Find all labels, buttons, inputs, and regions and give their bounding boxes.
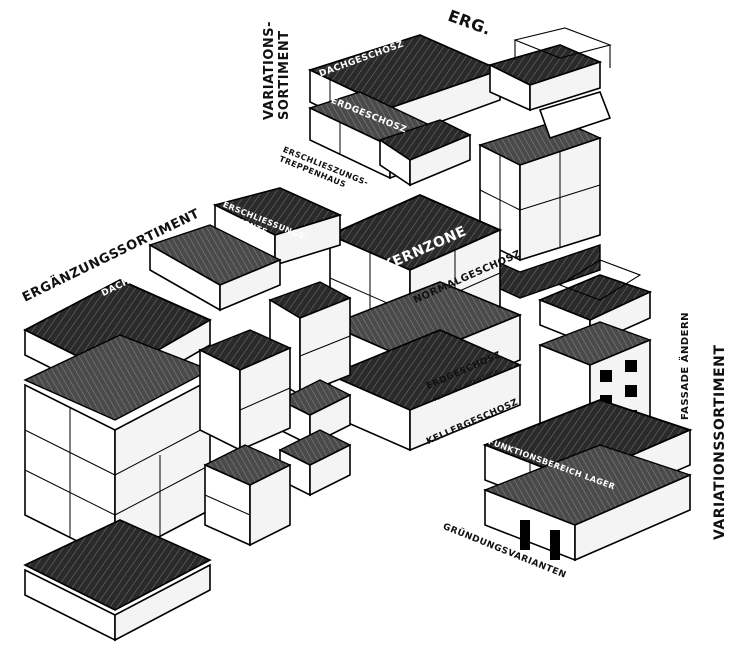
label-variationssortiment-top: VARIATIONS- SORTIMENT — [262, 21, 292, 120]
label-variationssortiment-right: VARIATIONSSORTIMENT — [712, 345, 728, 540]
left-secondary-tower — [200, 330, 290, 545]
label-fassade: FASSADE ÄNDERN — [680, 312, 691, 420]
left-base — [25, 520, 210, 640]
